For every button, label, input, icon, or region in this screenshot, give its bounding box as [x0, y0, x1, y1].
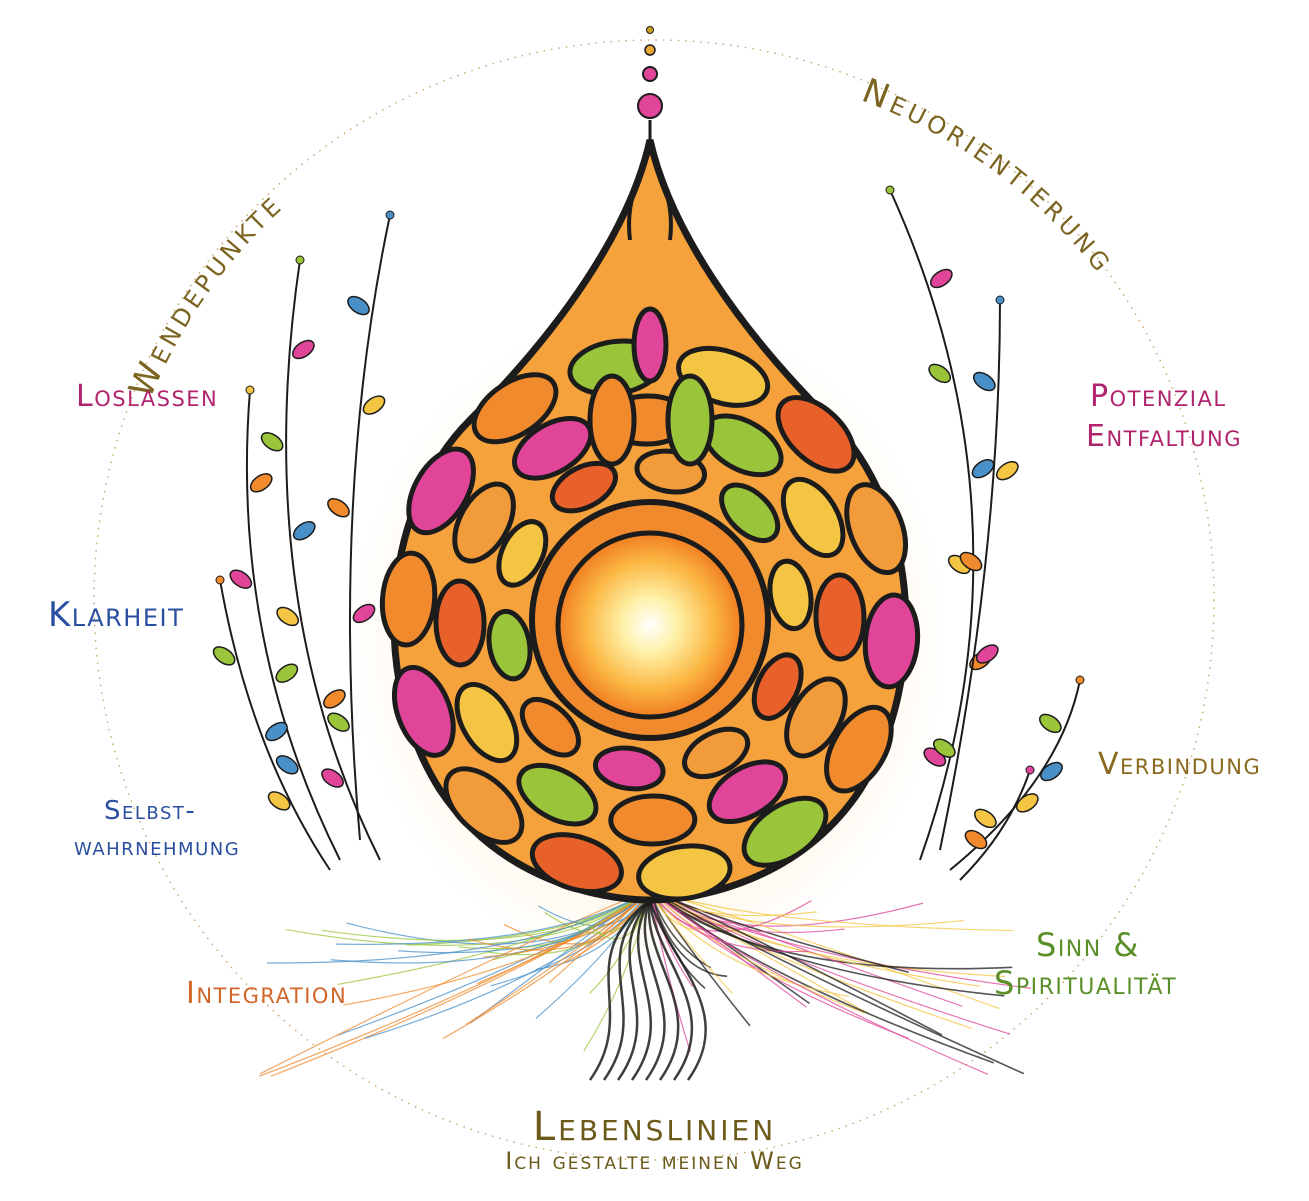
label-entfaltung: Entfaltung: [1086, 420, 1242, 455]
label-sinn: Sinn &: [1036, 927, 1140, 964]
leaf: [227, 567, 255, 592]
leaf: [325, 495, 353, 520]
petal-top: [634, 309, 666, 381]
leaf: [321, 686, 349, 711]
leaf: [1013, 790, 1041, 815]
label-selbst: Selbst-: [104, 797, 196, 827]
bead-small: [645, 45, 655, 55]
core: [558, 533, 742, 717]
leaf: [290, 518, 318, 543]
leaf: [360, 392, 388, 417]
leaf: [265, 788, 293, 813]
branch-bud: [246, 386, 254, 394]
petal: [610, 795, 695, 844]
leaf: [274, 604, 302, 629]
branch-bud: [1026, 766, 1034, 774]
page-subtitle: Ich gestalte meinen Weg: [0, 1148, 1309, 1176]
branch-bud: [386, 211, 394, 219]
roots: [259, 890, 1031, 1080]
leaf: [1038, 759, 1066, 784]
branch-bud: [996, 296, 1004, 304]
arc-label-left-path: Wendepunkte: [121, 184, 291, 404]
leaf: [993, 458, 1021, 483]
page-title: Lebenslinien: [0, 1104, 1309, 1150]
label-klarheit: Klarheit: [48, 596, 184, 635]
petal: [815, 575, 864, 660]
leaf: [247, 470, 275, 495]
leaf: [319, 765, 347, 790]
arc-label-right-path: Neuorientierung: [857, 71, 1125, 282]
leaf: [1037, 711, 1065, 736]
branch-bud: [296, 256, 304, 264]
label-loslassen: Loslassen: [76, 380, 218, 415]
label-potenzial: Potenzial: [1090, 380, 1227, 415]
branch-bud: [216, 576, 224, 584]
leaf: [263, 719, 291, 744]
bead-large: [638, 94, 662, 118]
leaf: [972, 806, 1000, 831]
arc-label-right: Neuorientierung: [857, 71, 1125, 282]
label-wahrnehmung: wahrnehmung: [74, 833, 240, 863]
label-integration: Integration: [186, 977, 347, 1012]
leaf: [345, 293, 373, 318]
label-verbindung: Verbindung: [1098, 748, 1261, 783]
branch-bud: [886, 186, 894, 194]
petal: [435, 581, 484, 666]
leaf: [258, 429, 286, 454]
petal-top: [590, 376, 634, 464]
petal-top: [668, 376, 712, 464]
leaf: [928, 266, 956, 291]
leaf: [273, 661, 301, 686]
bead-tiny: [647, 27, 654, 34]
arc-label-left: Wendepunkte: [121, 184, 291, 404]
branch-bud: [1076, 676, 1084, 684]
leaf: [970, 369, 998, 394]
label-spiritualitaet: Spiritualität: [994, 965, 1177, 1002]
bead-medium: [643, 67, 657, 81]
leaf: [290, 337, 318, 362]
